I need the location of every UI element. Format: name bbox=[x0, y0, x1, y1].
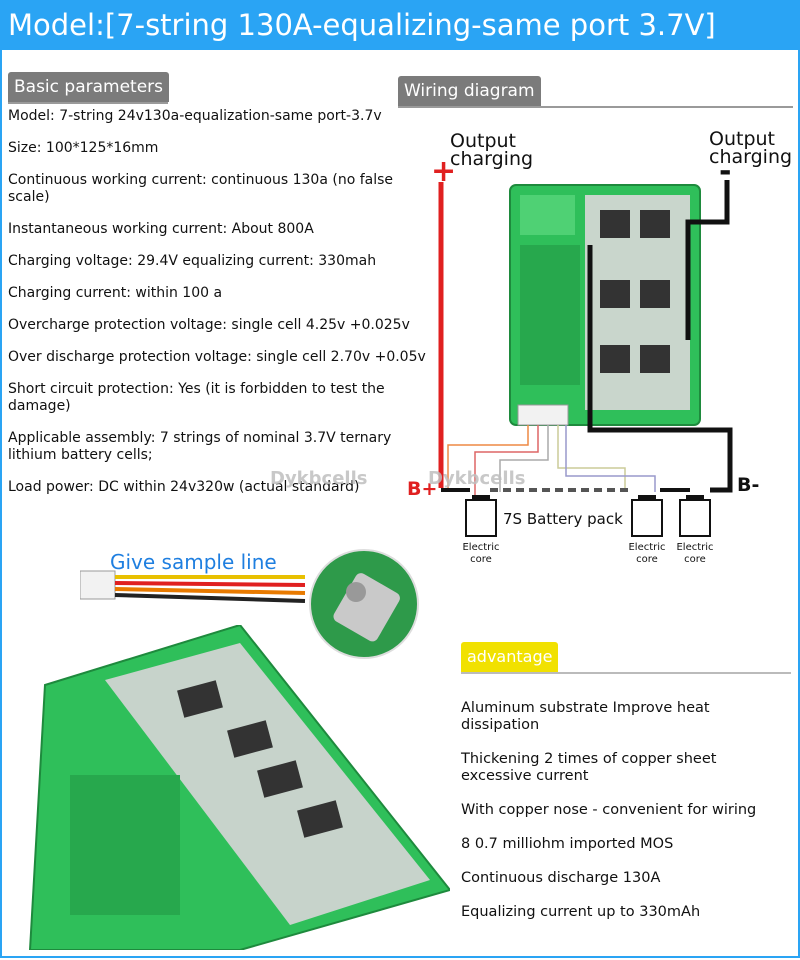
sample-line-label: Give sample line bbox=[110, 550, 277, 574]
output-label-left-line2: charging bbox=[450, 148, 534, 170]
battery-pack-label: 7S Battery pack bbox=[503, 510, 623, 528]
sample-line-cable bbox=[80, 570, 306, 603]
advantage-item-3: With copper nose - convenient for wiring bbox=[461, 802, 757, 818]
battery-cell-1 bbox=[465, 495, 497, 537]
advantage-item-1: Aluminum substrate Improve heat dissipat… bbox=[461, 700, 710, 733]
content-frame bbox=[0, 50, 800, 958]
param-instantaneous-current: Instantaneous working current: About 800… bbox=[8, 221, 314, 237]
advantage-item-5: Continuous discharge 130A bbox=[461, 870, 661, 886]
watermark-left: Dykbcells bbox=[270, 468, 368, 489]
minus-symbol: - bbox=[719, 154, 732, 189]
battery-cell-3 bbox=[679, 495, 711, 537]
basic-heading-underline bbox=[8, 102, 168, 104]
copper-nose-closeup bbox=[309, 549, 419, 659]
advantage-item-6: Equalizing current up to 330mAh bbox=[461, 904, 701, 920]
advantage-heading-underline bbox=[461, 672, 791, 674]
b-minus-label: B- bbox=[737, 474, 760, 496]
watermark-right: Dykbcells bbox=[428, 468, 526, 489]
basic-parameters-heading: Basic parameters bbox=[8, 72, 170, 102]
bms-board-diagram bbox=[509, 184, 701, 426]
param-short-circuit: Short circuit protection: Yes (it is for… bbox=[8, 381, 385, 414]
output-label-left-line1: Output bbox=[450, 130, 516, 152]
output-label-right-line2: charging bbox=[709, 146, 793, 168]
basic-parameters-list: Model: 7-string 24v130a-equalization-sam… bbox=[8, 108, 448, 496]
param-assembly: Applicable assembly: 7 strings of nomina… bbox=[8, 430, 392, 463]
wiring-heading-underline bbox=[398, 106, 793, 108]
advantage-item-4: 8 0.7 milliohm imported MOS bbox=[461, 836, 674, 852]
param-load-power: Load power: DC within 24v320w (actual st… bbox=[8, 479, 360, 495]
param-size: Size: 100*125*16mm bbox=[8, 140, 159, 156]
output-label-right-line1: Output bbox=[709, 128, 775, 150]
bms-board-photo bbox=[28, 625, 450, 950]
param-charging-current: Charging current: within 100 a bbox=[8, 285, 223, 301]
param-overdischarge: Over discharge protection voltage: singl… bbox=[8, 349, 426, 365]
param-charging-voltage: Charging voltage: 29.4V equalizing curre… bbox=[8, 253, 377, 269]
battery-negative-wire bbox=[587, 245, 733, 493]
param-overcharge: Overcharge protection voltage: single ce… bbox=[8, 317, 410, 333]
output-negative-wire bbox=[685, 180, 730, 340]
advantage-list: Aluminum substrate Improve heat dissipat… bbox=[461, 700, 791, 921]
plus-symbol: + bbox=[431, 154, 457, 189]
wiring-diagram-heading: Wiring diagram bbox=[398, 76, 541, 106]
param-model: Model: 7-string 24v130a-equalization-sam… bbox=[8, 108, 382, 124]
battery-cell-2 bbox=[631, 495, 663, 537]
advantage-item-2: Thickening 2 times of copper sheet exces… bbox=[461, 751, 717, 784]
page-title: Model:[7-string 130A-equalizing-same por… bbox=[0, 0, 800, 50]
param-continuous-current: Continuous working current: continuous 1… bbox=[8, 172, 394, 205]
advantage-heading: advantage bbox=[461, 642, 559, 672]
b-plus-label: B+ bbox=[407, 478, 438, 500]
